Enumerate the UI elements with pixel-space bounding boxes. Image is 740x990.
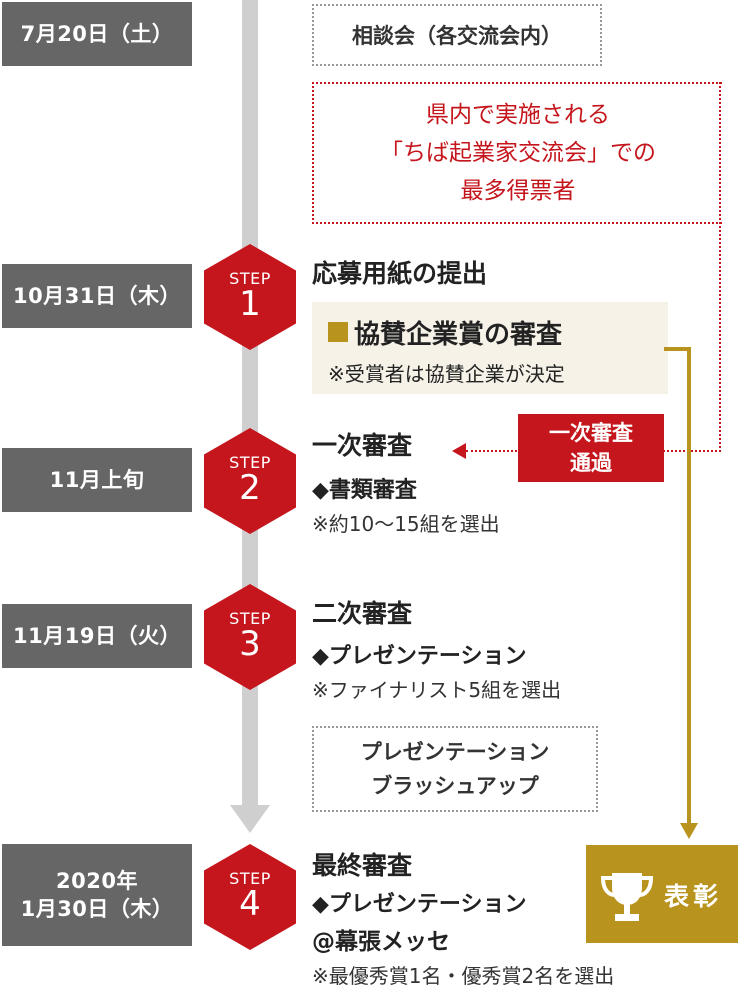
- step-label: STEP: [229, 453, 271, 473]
- date-box-step2: 11月上旬: [2, 448, 192, 512]
- step-1-title: 応募用紙の提出: [312, 259, 488, 288]
- step-number: 3: [239, 624, 261, 665]
- brushup-box: プレゼンテーション ブラッシュアップ: [312, 726, 598, 812]
- date-box-step4: 2020年 1月30日（木）: [2, 844, 192, 946]
- step-3-title: 二次審査: [312, 599, 413, 628]
- award-box: 表彰: [586, 845, 738, 943]
- step-3-note: ※ファイナリスト5組を選出: [312, 678, 562, 702]
- step-4-note: ※最優秀賞1名・優秀賞2名を選出: [312, 964, 615, 988]
- red-arrow-left-icon: [452, 443, 466, 459]
- step-2-note: ※約10〜15組を選出: [312, 512, 500, 536]
- brushup-line: ブラッシュアップ: [371, 774, 539, 798]
- step-1-hexagon: STEP 1: [204, 244, 296, 350]
- step-2-hexagon: STEP 2: [204, 428, 296, 534]
- step-number: 4: [239, 884, 261, 925]
- date-text: 10月31日（木）: [13, 283, 181, 308]
- date-text: 1月30日（木）: [20, 897, 174, 921]
- consultation-label: 相談会（各交流会内）: [352, 24, 562, 48]
- step-4-title: 最終審査: [312, 851, 413, 880]
- date-year: 2020年: [56, 868, 138, 893]
- date-box-step1: 10月31日（木）: [2, 264, 192, 328]
- date-text: 11月19日（火）: [13, 623, 181, 648]
- date-box-step3: 11月19日（火）: [2, 604, 192, 668]
- step-3-sub: ◆プレゼンテーション: [312, 644, 527, 669]
- badge-line: 一次審査: [549, 421, 633, 445]
- note-line: 最多得票者: [460, 178, 576, 204]
- step-number: 1: [239, 284, 261, 325]
- step-label: STEP: [229, 269, 271, 289]
- step-4-hexagon: STEP 4: [204, 844, 296, 950]
- step-3-hexagon: STEP 3: [204, 584, 296, 690]
- step-2-sub: ◆書類審査: [312, 478, 417, 503]
- date-text: 7月20日（土）: [20, 21, 174, 46]
- sponsor-title: 協賛企業賞の審査: [328, 314, 562, 351]
- step-label: STEP: [229, 609, 271, 629]
- note-line: 県内で実施される: [426, 102, 610, 128]
- badge-line: 通過: [570, 451, 612, 475]
- date-box-consultation: 7月20日（土）: [2, 2, 192, 66]
- first-review-pass-badge: 一次審査 通過: [518, 414, 664, 482]
- sponsor-note: ※受賞者は協賛企業が決定: [328, 362, 565, 386]
- step-4-venue: @幕張メッセ: [312, 929, 450, 955]
- note-line: 「ちば起業家交流会」での: [380, 140, 656, 166]
- sponsor-award-panel: 協賛企業賞の審査 ※受賞者は協賛企業が決定: [312, 302, 668, 394]
- gold-connector-horizontal: [664, 347, 690, 351]
- award-label: 表彰: [664, 882, 723, 911]
- step-4-sub: ◆プレゼンテーション: [312, 892, 527, 917]
- brushup-line: プレゼンテーション: [360, 740, 550, 764]
- gold-arrow-down-icon: [680, 823, 698, 839]
- timeline-arrow-icon: [230, 805, 270, 833]
- square-bullet-icon: [328, 322, 348, 342]
- exchange-winner-note: 県内で実施される 「ちば起業家交流会」での 最多得票者: [312, 82, 722, 224]
- step-label: STEP: [229, 869, 271, 889]
- date-text: 11月上旬: [49, 467, 145, 492]
- gold-connector-vertical: [687, 347, 691, 825]
- step-2-title: 一次審査: [312, 431, 413, 460]
- step-number: 2: [239, 468, 261, 509]
- red-connector-vertical: [719, 82, 721, 452]
- sponsor-title-text: 協賛企業賞の審査: [354, 320, 563, 350]
- trophy-icon: [600, 873, 654, 921]
- consultation-box: 相談会（各交流会内）: [312, 4, 602, 66]
